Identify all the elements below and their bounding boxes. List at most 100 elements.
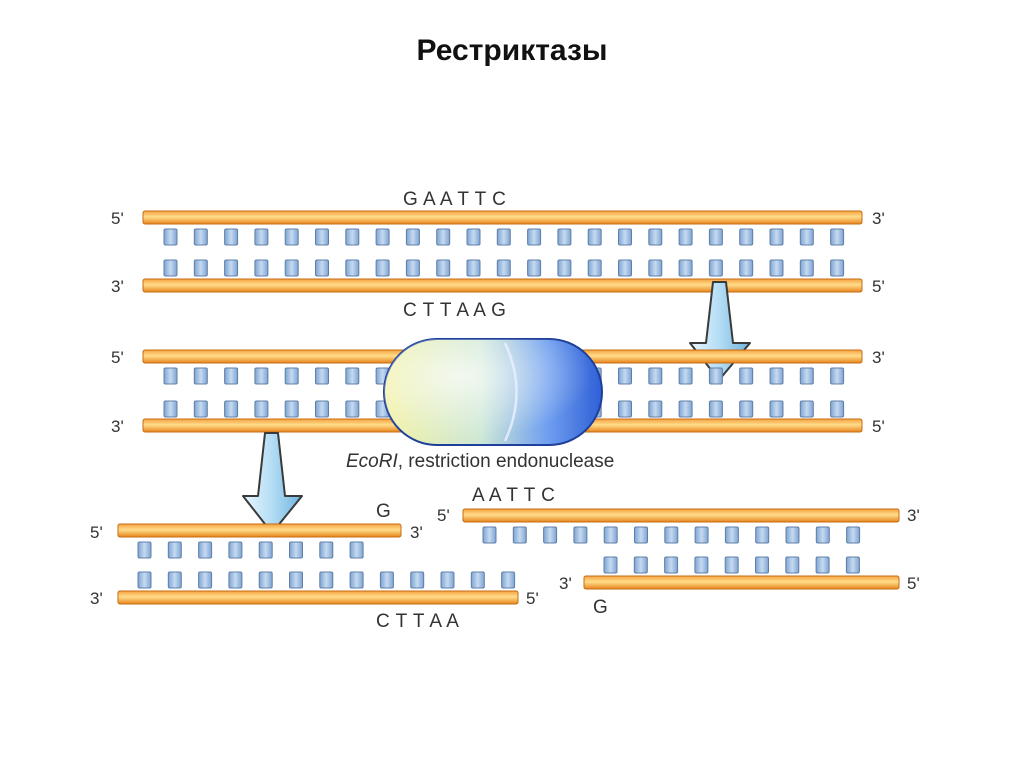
label-3-prime: 3' [111, 417, 124, 436]
base-block [193, 367, 208, 385]
base-block [137, 571, 152, 589]
base-block [648, 400, 663, 418]
label-3-prime: 3' [410, 523, 423, 542]
base-block [193, 228, 208, 246]
bases-bottom [137, 571, 516, 589]
base-block [163, 228, 178, 246]
base-block [466, 259, 481, 277]
base-block [755, 556, 769, 574]
base-block [349, 571, 364, 589]
base-block [739, 367, 754, 385]
sticky-end-top: A A T T C [472, 485, 555, 506]
base-block [799, 259, 814, 277]
base-block [678, 259, 693, 277]
base-block [163, 400, 178, 418]
base-block [379, 571, 394, 589]
label-3-prime: 3' [872, 209, 885, 228]
base-block [708, 367, 723, 385]
base-block [224, 400, 239, 418]
base-block [543, 526, 558, 544]
base-block [527, 259, 542, 277]
label-3-prime: 3' [907, 506, 920, 525]
strand-bottom [583, 575, 900, 590]
base-block [319, 541, 334, 559]
base-block [603, 556, 618, 574]
base-block [739, 228, 754, 246]
base-block [224, 228, 239, 246]
base-block [345, 400, 360, 418]
base-block [708, 228, 723, 246]
base-block [799, 228, 814, 246]
base-block [634, 526, 648, 544]
strand-top [142, 210, 863, 225]
base-block [527, 228, 542, 246]
base-block [258, 541, 273, 559]
label-5-prime: 5' [872, 417, 885, 436]
base-block [724, 526, 739, 544]
base-block [345, 228, 360, 246]
base-block [163, 367, 178, 385]
dna-intact: 5' 3' 3' 5' G A A T T C C T T A A G [111, 189, 885, 321]
base-block [799, 400, 814, 418]
base-block [405, 228, 420, 246]
base-block [694, 526, 709, 544]
base-block [319, 571, 334, 589]
label-5-prime: 5' [872, 277, 885, 296]
base-block [315, 400, 329, 418]
base-block [799, 367, 814, 385]
base-block [163, 259, 178, 277]
base-block [137, 541, 152, 559]
base-block [557, 228, 572, 246]
base-block [405, 259, 420, 277]
dna-fragment-left: 5' 3' 3' 5' G C T T A A [90, 501, 539, 632]
base-block [349, 541, 364, 559]
base-block [846, 526, 861, 544]
base-block [501, 571, 516, 589]
base-block [633, 556, 648, 574]
base-block [224, 367, 239, 385]
label-3-prime: 3' [90, 589, 103, 608]
base-block [769, 367, 784, 385]
base-block [587, 228, 602, 246]
base-block [496, 228, 511, 246]
base-block [664, 526, 679, 544]
base-block [708, 259, 723, 277]
base-block [470, 571, 485, 589]
base-block [769, 259, 784, 277]
recognition-site-top: G A A T T C [403, 189, 506, 210]
base-block [228, 541, 243, 559]
label-5-prime: 5' [526, 589, 539, 608]
base-block [345, 367, 360, 385]
base-block [618, 367, 632, 385]
base-block [375, 228, 390, 246]
label-3-prime: 3' [872, 348, 885, 367]
base-block [375, 259, 390, 277]
sticky-end-bottom: C T T A A [376, 611, 459, 632]
label-5-prime: 5' [111, 209, 124, 228]
base-block [678, 400, 693, 418]
base-block [573, 526, 588, 544]
base-block [284, 259, 299, 277]
bases-top [163, 228, 845, 246]
base-block [512, 526, 527, 544]
base-block [315, 228, 329, 246]
base-block [284, 228, 299, 246]
base-block [284, 367, 299, 385]
base-block [678, 367, 693, 385]
base-block [228, 571, 243, 589]
sticky-end-bottom: G [593, 597, 608, 618]
base-block [845, 556, 860, 574]
base-block [254, 400, 269, 418]
base-block [664, 556, 679, 574]
page-title: Рестриктазы [416, 34, 608, 67]
base-block [557, 259, 572, 277]
base-block [830, 367, 845, 385]
base-block [436, 228, 451, 246]
base-block [440, 571, 455, 589]
base-block [678, 228, 693, 246]
strand-bottom [142, 278, 863, 293]
base-block [648, 367, 663, 385]
base-block [694, 556, 709, 574]
recognition-site-bottom: C T T A A G [403, 300, 506, 321]
